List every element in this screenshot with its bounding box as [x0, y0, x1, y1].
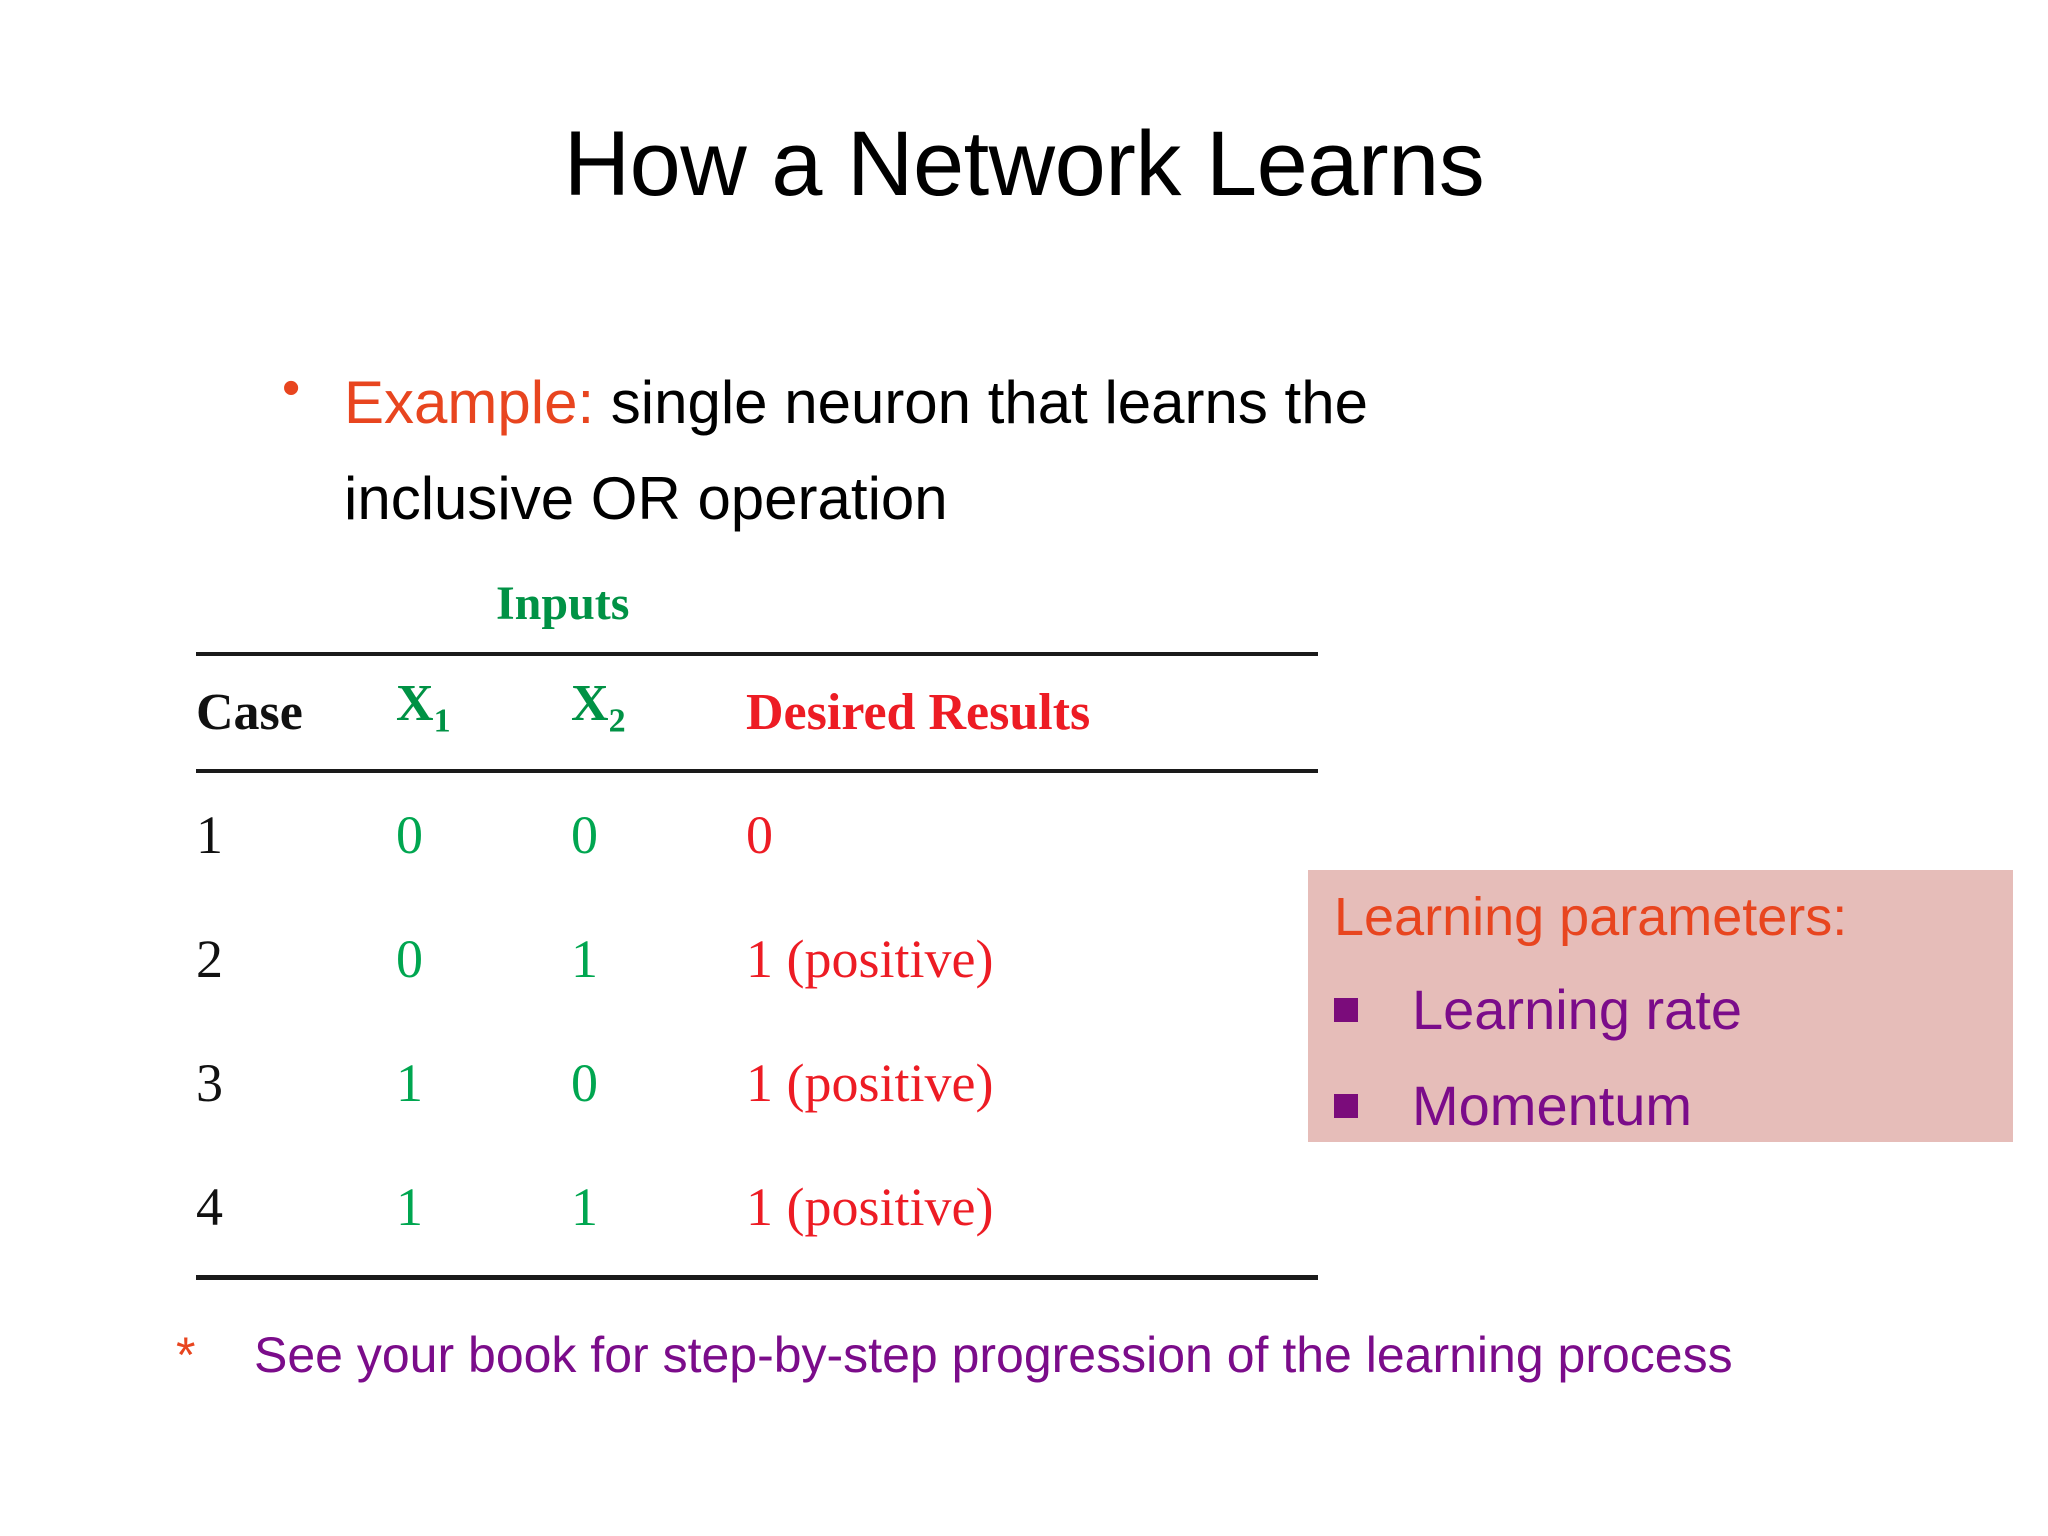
bullet-lead-label: Example: — [344, 369, 595, 436]
truth-table: Inputs Case X1 X2 Desired Results 1 0 0 … — [196, 577, 1322, 1281]
cell-x1: 1 — [396, 1177, 423, 1238]
table-row: 1 0 0 0 — [196, 773, 1318, 897]
asterisk-icon: * — [176, 1327, 196, 1383]
bullet-body-label: single neuron that learns the inclusive … — [344, 369, 1368, 532]
bullet-block: • Example: single neuron that learns the… — [278, 355, 1598, 547]
cell-result: 1 (positive) — [746, 929, 994, 990]
table-row: 4 1 1 1 (positive) — [196, 1145, 1318, 1269]
column-header-x1: X1 — [396, 656, 571, 769]
truth-table-grid: Case X1 X2 Desired Results — [196, 656, 1318, 769]
column-header-x2-label: X — [571, 675, 609, 732]
cell-x2: 0 — [571, 805, 598, 866]
page-title: How a Network Learns — [563, 113, 1485, 215]
list-item: Momentum — [1334, 1078, 1692, 1134]
cell-x1: 1 — [396, 1053, 423, 1114]
column-header-x2: X2 — [571, 656, 746, 769]
bullet-dot-icon: • — [282, 359, 301, 417]
cell-x2: 1 — [571, 929, 598, 990]
table-row: 3 1 0 1 (positive) — [196, 1021, 1318, 1145]
cell-result: 1 (positive) — [746, 1177, 994, 1238]
bullet-text: Example: single neuron that learns the i… — [344, 355, 1598, 547]
column-header-desired-results: Desired Results — [746, 683, 1091, 741]
column-header-x2-sub: 2 — [608, 702, 626, 740]
square-bullet-icon — [1334, 1094, 1358, 1118]
table-header-rule — [196, 769, 1318, 774]
learning-parameter-label: Learning rate — [1412, 978, 1743, 1041]
footnote-text: See your book for step-by-step progressi… — [254, 1327, 1733, 1383]
cell-case: 2 — [196, 929, 223, 990]
column-header-case: Case — [196, 683, 303, 741]
cell-x1: 0 — [396, 805, 423, 866]
cell-case: 4 — [196, 1177, 223, 1238]
square-bullet-icon — [1334, 998, 1358, 1022]
cell-x2: 0 — [571, 1053, 598, 1114]
column-header-x1-label: X — [396, 675, 434, 732]
learning-parameters-box: Learning parameters: Learning rate Momen… — [1308, 870, 2013, 1142]
table-top-rule — [196, 652, 1318, 656]
table-group-header-inputs: Inputs — [496, 577, 630, 630]
cell-x1: 0 — [396, 929, 423, 990]
table-header-row: Case X1 X2 Desired Results — [196, 656, 1318, 769]
truth-table-body: 1 0 0 0 2 0 1 1 (positive) 3 1 0 1 (posi… — [196, 773, 1318, 1269]
table-row: 2 0 1 1 (positive) — [196, 897, 1318, 1021]
footnote: * See your book for step-by-step progres… — [176, 1330, 1733, 1380]
cell-x2: 1 — [571, 1177, 598, 1238]
cell-case: 3 — [196, 1053, 223, 1114]
list-item: Learning rate — [1334, 982, 1742, 1038]
table-bottom-rule — [196, 1275, 1318, 1281]
bullet-item: • Example: single neuron that learns the… — [278, 355, 1598, 547]
cell-result: 0 — [746, 805, 773, 866]
learning-parameter-label: Momentum — [1412, 1074, 1693, 1137]
cell-case: 1 — [196, 805, 223, 866]
column-header-x1-sub: 1 — [433, 702, 451, 740]
learning-parameters-title: Learning parameters: — [1334, 887, 1848, 947]
cell-result: 1 (positive) — [746, 1053, 994, 1114]
